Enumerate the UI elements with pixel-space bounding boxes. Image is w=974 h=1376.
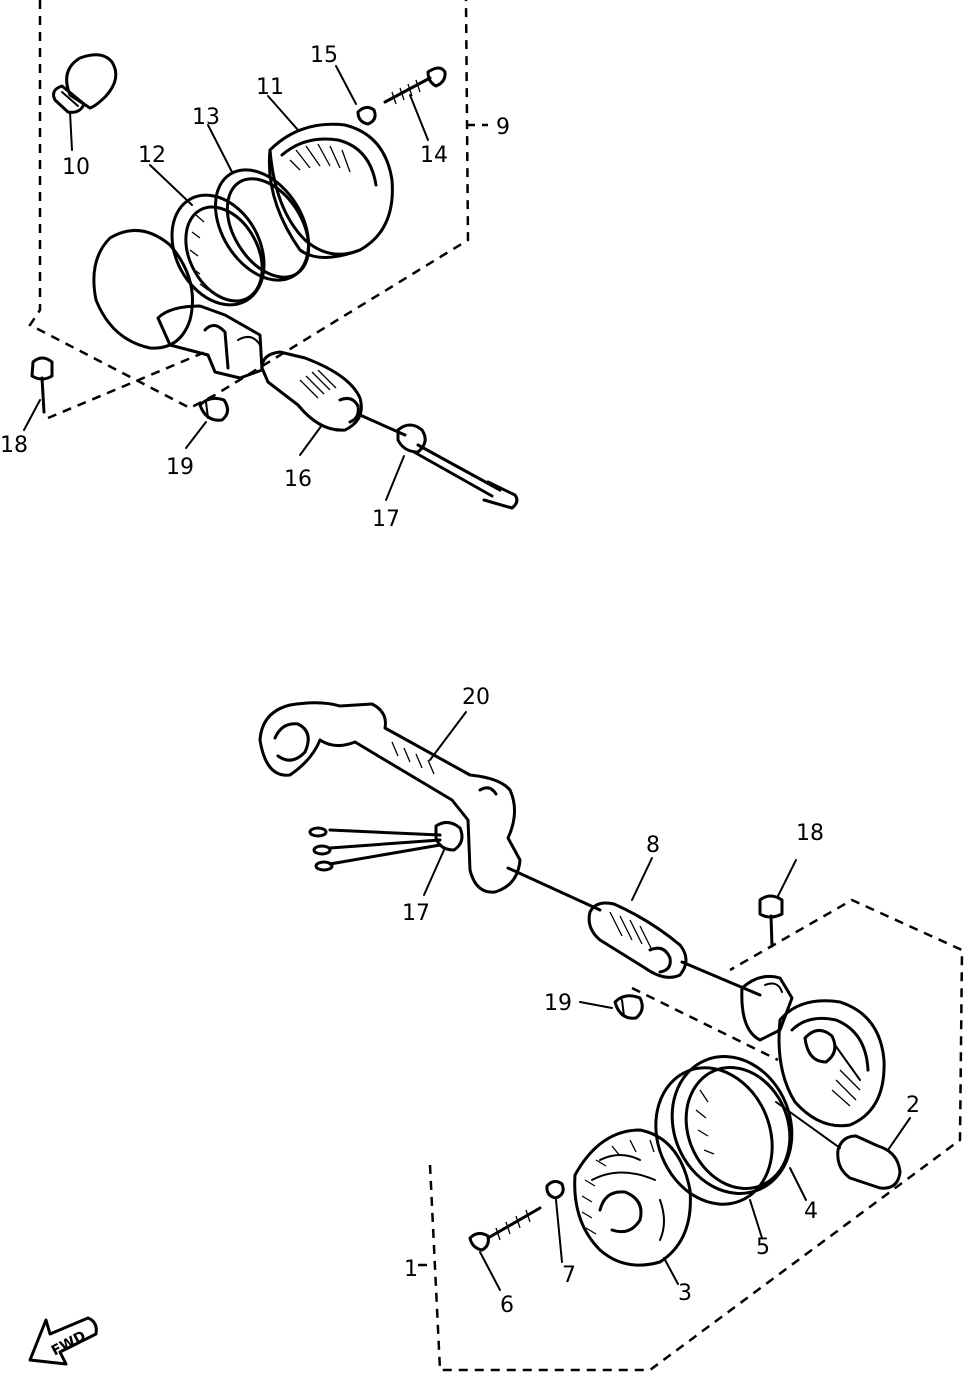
- callout-2: 2: [906, 1093, 920, 1118]
- bulb-2: [775, 1101, 911, 1190]
- nut-15: [335, 65, 377, 126]
- callout-11: 11: [256, 75, 284, 100]
- screw-14: [383, 66, 447, 141]
- stay-20: [258, 701, 522, 894]
- nut-19-bottom: [579, 994, 644, 1020]
- callout-3: 3: [678, 1281, 692, 1306]
- callout-15: 15: [310, 43, 338, 68]
- bottom-assembly: [28, 701, 964, 1372]
- bulb-10: [52, 53, 118, 151]
- callout-19-top: 19: [166, 455, 194, 480]
- nut-19-top: [185, 396, 229, 449]
- gasket-13: [207, 124, 311, 282]
- bolt-18-top: [23, 356, 54, 431]
- callout-17-bottom: 17: [402, 901, 430, 926]
- callout-18-bottom: 18: [796, 821, 824, 846]
- wires-bottom: [308, 821, 464, 896]
- bolt-leader-top: [47, 348, 211, 420]
- callout-20: 20: [462, 685, 490, 710]
- top-assembly: [23, 0, 519, 510]
- socket-8: [587, 857, 688, 979]
- mount-bottom: [740, 974, 794, 1042]
- group-9-boundary: [28, 0, 470, 410]
- callout-1: 1: [404, 1257, 418, 1282]
- socket-16: [260, 350, 363, 456]
- callout-6: 6: [500, 1293, 514, 1318]
- lens-3: [573, 1128, 692, 1285]
- housing-bottom: [777, 999, 886, 1128]
- wire-top: [358, 413, 519, 510]
- callout-4: 4: [804, 1199, 818, 1224]
- callout-10: 10: [62, 155, 90, 180]
- lens: [92, 228, 194, 350]
- group-1-boundary: [428, 898, 964, 1372]
- cable-bottom: [506, 866, 602, 912]
- bolt-leader-bottom: [631, 986, 779, 1062]
- callout-7: 7: [562, 1263, 576, 1288]
- callout-14: 14: [420, 143, 448, 168]
- screw-6: [468, 1206, 542, 1291]
- bolt-18-bottom: [758, 859, 797, 948]
- callout-labels: 1 2 3 4 5 6 7 8 9 10 11 12 13 14 15 16 1…: [0, 43, 920, 1359]
- callout-12: 12: [138, 143, 166, 168]
- gasket-4: [670, 1055, 807, 1201]
- callout-18-top: 18: [0, 433, 28, 458]
- rim-12: [149, 164, 266, 307]
- callout-8: 8: [646, 833, 660, 858]
- callout-19-bottom: 19: [544, 991, 572, 1016]
- cable-bottom-2: [680, 960, 762, 997]
- callout-17-top: 17: [372, 507, 400, 532]
- callout-9: 9: [496, 115, 510, 140]
- mount-bracket: [156, 304, 264, 380]
- nut-7: [545, 1179, 565, 1263]
- rim-5: [654, 1066, 774, 1239]
- callout-16: 16: [284, 467, 312, 492]
- callout-5: 5: [756, 1235, 770, 1260]
- housing-11: [267, 95, 394, 259]
- callout-13: 13: [192, 105, 220, 130]
- fwd-arrow-icon: [28, 1316, 98, 1366]
